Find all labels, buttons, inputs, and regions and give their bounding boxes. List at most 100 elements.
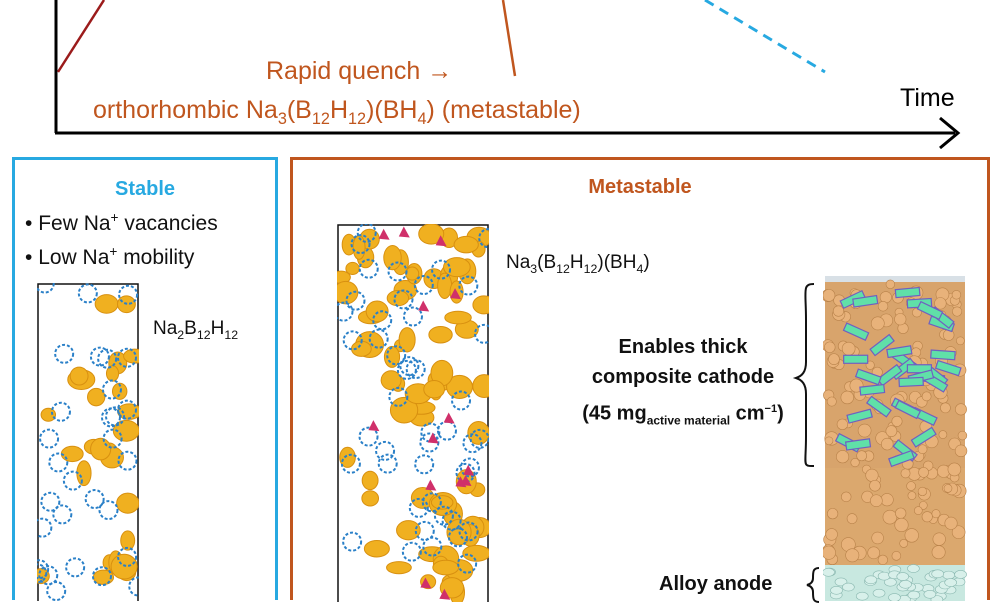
- bullet-mobility: • Low Na+ mobility: [25, 244, 195, 269]
- b12h12-cluster: [97, 348, 118, 369]
- na-density: [365, 300, 389, 323]
- b12h12-cluster: [340, 453, 361, 474]
- text: H: [210, 318, 225, 339]
- stable-panel: Stable • Few Na+ vacancies • Low Na+ mob…: [12, 157, 278, 600]
- text: ): [643, 252, 650, 273]
- electrolyte-particle: [871, 531, 884, 545]
- na-density: [428, 325, 453, 344]
- electrolyte-particle: [944, 516, 958, 530]
- b12h12-cluster: [414, 454, 435, 475]
- anode-particle: [834, 577, 848, 587]
- anode-particle: [877, 571, 891, 581]
- na-density: [123, 348, 139, 364]
- label-part: ) (metastable): [426, 96, 581, 124]
- active-material-particle: [910, 426, 937, 448]
- electrolyte-particle: [895, 507, 907, 519]
- b12h12-cluster: [451, 390, 472, 411]
- anode-particle: [899, 580, 912, 589]
- active-material-particle: [852, 294, 879, 308]
- anode-particle: [942, 570, 956, 580]
- text: +: [109, 244, 118, 259]
- electrolyte-particle: [828, 353, 840, 365]
- b12h12-cluster: [48, 452, 69, 473]
- anode-particle: [896, 572, 910, 581]
- bh4-anion: [450, 288, 462, 300]
- b12h12-cluster: [478, 228, 489, 249]
- b12h12-cluster: [100, 407, 121, 428]
- na-density: [116, 492, 139, 514]
- active-material-particle: [859, 383, 886, 396]
- heating-line: [56, 0, 106, 73]
- electrolyte-particle: [954, 444, 968, 458]
- na-density: [418, 224, 445, 245]
- electrolyte-particle: [836, 418, 849, 430]
- na-density: [339, 446, 356, 468]
- text: Na: [506, 252, 531, 273]
- electrolyte-particle: [832, 305, 845, 317]
- electrolyte-particle: [877, 301, 889, 312]
- electrolyte-particle: [931, 509, 941, 519]
- b12h12-cluster: [396, 359, 417, 380]
- b12h12-cluster: [105, 406, 126, 427]
- electrolyte-particle: [894, 517, 909, 533]
- anode-particle: [855, 591, 869, 601]
- na-density: [430, 495, 454, 510]
- b12h12-cluster: [128, 576, 139, 597]
- b12h12-cluster: [62, 470, 83, 491]
- na-density: [383, 244, 402, 271]
- text: 2: [177, 327, 185, 342]
- anode-particle: [842, 582, 855, 592]
- b12h12-cluster: [458, 521, 479, 542]
- timeline-axes: [54, 0, 961, 150]
- b12h12-cluster: [350, 234, 371, 255]
- text: mobility: [117, 246, 195, 269]
- b12h12-cluster: [459, 457, 480, 478]
- b12h12-cluster: [117, 450, 138, 471]
- b12h12-cluster: [388, 386, 409, 407]
- bh4-anion: [427, 432, 439, 444]
- electrolyte-particle: [870, 494, 883, 508]
- text: Few Na: [38, 212, 111, 235]
- cathode-brace: [792, 283, 815, 467]
- b12h12-cluster: [52, 504, 73, 525]
- b12h12-cluster: [77, 283, 98, 304]
- anode-particle: [923, 589, 937, 599]
- b12h12-cluster: [46, 581, 67, 601]
- active-material-particle: [869, 333, 895, 357]
- text: 12: [583, 261, 598, 276]
- electrolyte-particle: [841, 341, 856, 356]
- electrolyte-particle: [867, 546, 881, 560]
- active-material-particle: [865, 395, 892, 418]
- electrolyte-particle: [947, 462, 962, 477]
- electrolyte-particle: [882, 509, 898, 525]
- label-part: 4: [417, 110, 427, 128]
- metastable-panel: Metastable Na3(B12H12)(BH4) Enables thic…: [290, 157, 990, 600]
- b12h12-cluster: [399, 356, 420, 377]
- b12h12-cluster: [420, 422, 441, 443]
- b12h12-cluster: [421, 492, 442, 513]
- b12h12-cluster: [368, 328, 389, 349]
- anode-particle: [884, 577, 897, 587]
- electrolyte-particle: [904, 528, 919, 543]
- electrolyte-particle: [827, 508, 839, 520]
- battery-cell-schematic: [823, 276, 968, 601]
- electrolyte-particle: [906, 481, 916, 491]
- na-density: [112, 419, 139, 442]
- text: cm: [730, 402, 765, 425]
- b12h12-cluster: [37, 517, 53, 538]
- electrolyte-particle: [918, 467, 929, 478]
- active-material-particle: [894, 399, 922, 420]
- bh4-anion: [378, 228, 390, 240]
- cathode-loading-label: (45 mgactive material cm−1): [533, 393, 833, 437]
- bh4-anion: [443, 412, 455, 424]
- b12h12-cluster: [101, 379, 122, 400]
- electrolyte-particle: [891, 415, 903, 427]
- electrolyte-particle: [940, 402, 951, 414]
- b12h12-cluster: [345, 290, 366, 311]
- anode-particle: [888, 593, 901, 601]
- electrolyte-particle: [918, 501, 928, 510]
- stable-formula: Na2B12H12: [153, 318, 238, 342]
- text: 12: [556, 261, 570, 276]
- electrolyte-particle: [877, 554, 888, 566]
- na-density: [453, 235, 479, 254]
